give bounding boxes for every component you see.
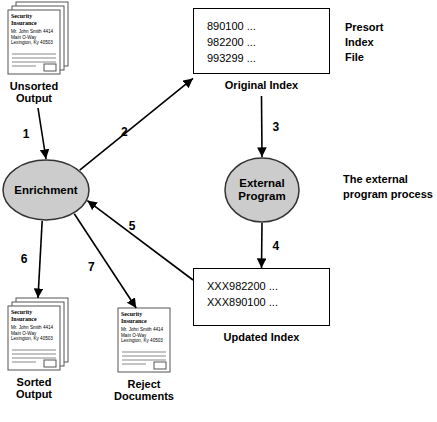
node-caption: Reject Documents (114, 378, 174, 402)
process-note: The external program process (343, 172, 433, 202)
process-name: External Program (224, 157, 300, 223)
process-ellipse: External Program (224, 157, 300, 223)
document-stack (8, 298, 68, 370)
address-text: Mr. John Smith 4414 Main O-Way Lexington… (11, 29, 58, 46)
index-record: XXX890100 ... (207, 296, 278, 309)
single-document (118, 308, 170, 372)
flow-arrow (38, 108, 46, 159)
step-number: 7 (88, 260, 95, 274)
document-node: Security InsuranceMr. John Smith 4414 Ma… (118, 308, 170, 406)
document-node: Security InsuranceMr. John Smith 4414 Ma… (8, 2, 68, 108)
index-file-box: XXX982200 ... XXX890100 ... Updated Index (193, 268, 330, 348)
text-line (12, 58, 56, 59)
step-number: 1 (23, 127, 30, 141)
node-caption: Original Index (193, 79, 330, 92)
document-stack (8, 2, 68, 74)
flow-arrow (261, 223, 263, 268)
text-line (122, 356, 166, 357)
flow-arrow (87, 201, 193, 280)
index-record: 890100 ... (207, 20, 256, 33)
text-line (122, 364, 146, 365)
logo-text: Security Insurance (121, 311, 151, 324)
address-text: Mr. John Smith 4414 Main O-Way Lexington… (11, 325, 58, 342)
document-node: Security InsuranceMr. John Smith 4414 Ma… (8, 298, 68, 404)
index-record: XXX982200 ... (207, 280, 278, 293)
side-heading: Presort Index File (345, 20, 393, 65)
index-file-box: 890100 ...982200 ...993299 ...Presort In… (193, 8, 330, 96)
node-caption: Updated Index (193, 331, 330, 344)
address-text: Mr. John Smith 4414 Main O-Way Lexington… (121, 327, 168, 344)
logo-text: Security Insurance (11, 13, 41, 26)
text-line (122, 360, 166, 361)
flow-arrow (38, 221, 42, 298)
text-line (12, 66, 36, 67)
page-outline (118, 308, 170, 372)
logo-text: Security Insurance (11, 309, 41, 322)
text-line (12, 62, 56, 63)
flow-arrow (80, 78, 193, 170)
step-number: 5 (129, 219, 136, 233)
flow-arrow (74, 214, 136, 308)
page-outline (8, 10, 60, 74)
text-line (12, 350, 56, 351)
stamp-box (154, 362, 166, 369)
process-name: Enrichment (2, 159, 90, 221)
step-number: 6 (21, 252, 28, 266)
text-line (122, 352, 166, 353)
index-record: 982200 ... (207, 36, 256, 49)
step-number: 2 (121, 125, 128, 139)
node-caption: Sorted Output (4, 376, 64, 400)
text-line (12, 358, 56, 359)
node-caption: Unsorted Output (4, 80, 64, 104)
text-line (12, 354, 56, 355)
step-number: 3 (272, 120, 279, 134)
step-number: 4 (272, 239, 279, 253)
process-ellipse: Enrichment (2, 159, 90, 221)
index-record: 993299 ... (207, 52, 256, 65)
ellipse-outline (225, 158, 299, 222)
page-outline (8, 306, 60, 370)
stamp-box (44, 360, 56, 367)
stamp-box (44, 64, 56, 71)
text-line (12, 54, 56, 55)
ellipse-outline (3, 160, 89, 220)
text-line (12, 362, 36, 363)
flow-arrow (261, 96, 263, 157)
